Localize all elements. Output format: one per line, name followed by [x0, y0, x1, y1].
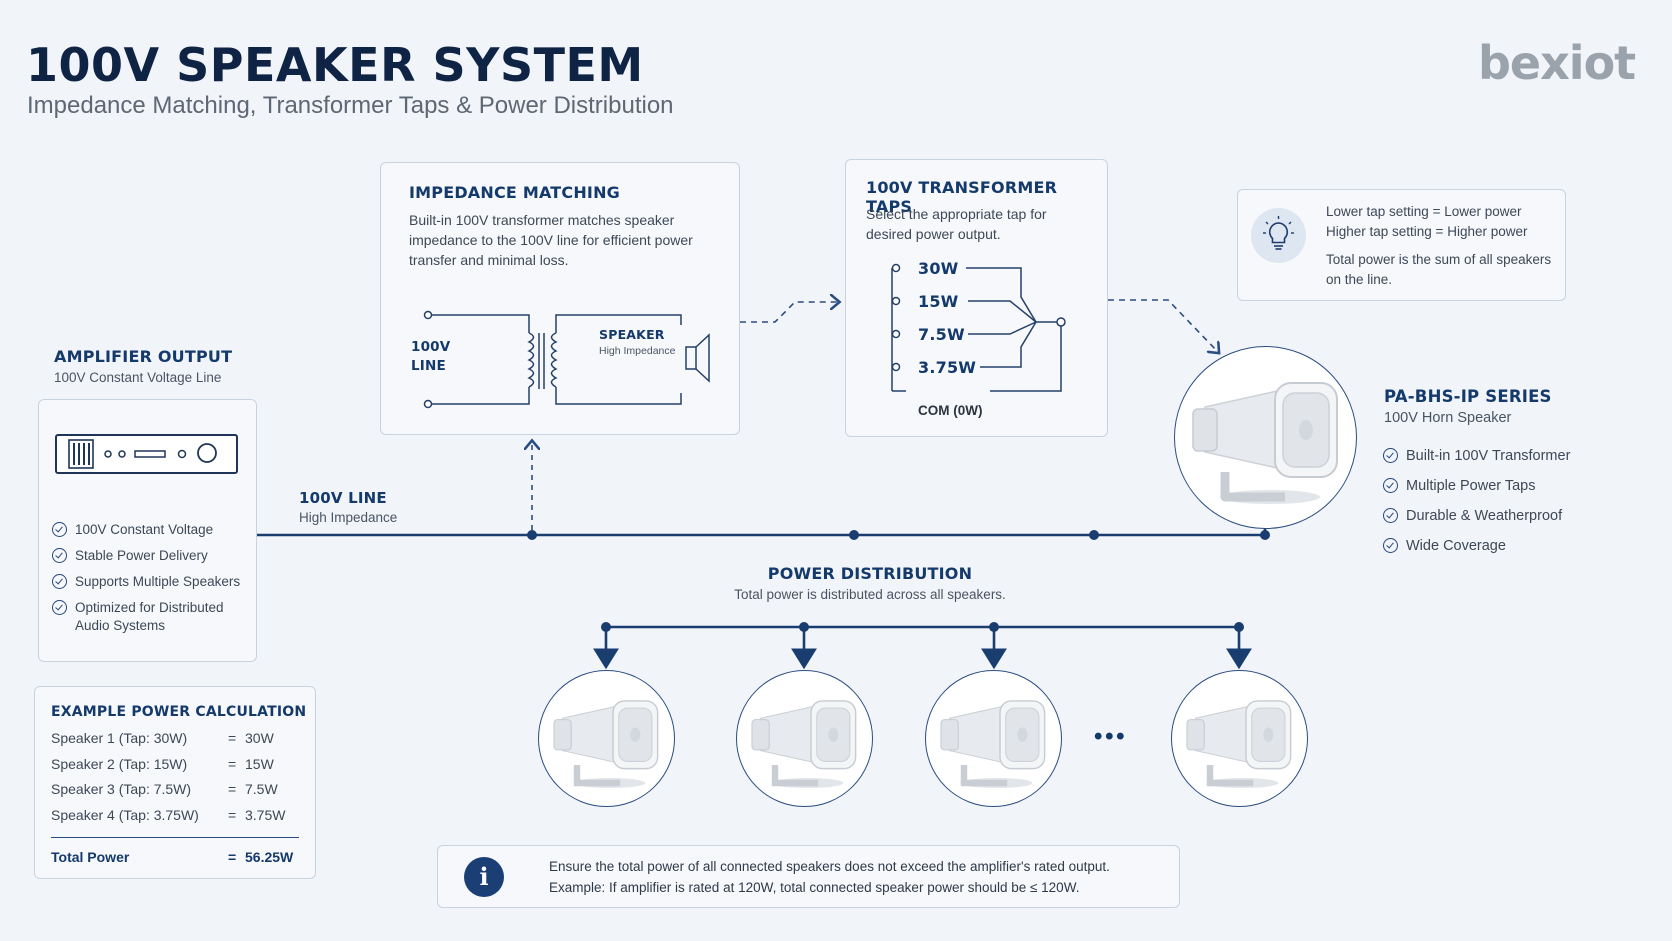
- tap-7-5w: 7.5W: [918, 325, 965, 344]
- line-node: [849, 530, 859, 540]
- tip-line-2: Higher tap setting = Higher power: [1326, 224, 1528, 239]
- calculation-title: EXAMPLE POWER CALCULATION: [51, 704, 307, 720]
- product-title: PA-BHS-IP SERIES: [1384, 387, 1552, 406]
- check-icon: [52, 574, 67, 589]
- impedance-description: Built-in 100V transformer matches speake…: [409, 212, 693, 268]
- calc-row: Speaker 4 (Tap: 3.75W)=3.75W: [51, 806, 286, 823]
- check-icon: [52, 522, 67, 537]
- info-icon: i: [464, 857, 504, 897]
- line-node: [1089, 530, 1099, 540]
- product-subtitle: 100V Horn Speaker: [1384, 410, 1512, 426]
- tip-line-3: Total power is the sum of all speakers o…: [1326, 252, 1552, 287]
- speaker-3-image: [925, 670, 1062, 807]
- calculation-card: EXAMPLE POWER CALCULATION Speaker 1 (Tap…: [34, 686, 316, 879]
- more-speakers-ellipsis: • • •: [1094, 723, 1125, 750]
- taps-card: 100V TRANSFORMER TAPS Select the appropr…: [845, 159, 1108, 437]
- speaker-4-image: [1171, 670, 1308, 807]
- check-icon: [52, 548, 67, 563]
- distribution-title: POWER DISTRIBUTION: [767, 564, 973, 583]
- check-icon: [1383, 508, 1398, 523]
- calc-row: Speaker 2 (Tap: 15W)=15W: [51, 755, 274, 772]
- taps-diagram: [891, 263, 1066, 392]
- line-title: 100V LINE: [299, 489, 387, 507]
- page-title: 100V SPEAKER SYSTEM: [26, 38, 644, 92]
- dashed-link: [1108, 299, 1218, 352]
- calc-total-row: Total Power=56.25W: [51, 849, 294, 865]
- feature-item: 100V Constant Voltage: [52, 521, 252, 539]
- amplifier-card: 100V Constant Voltage Stable Power Deliv…: [38, 399, 257, 662]
- note-card: i Ensure the total power of all connecte…: [437, 845, 1180, 908]
- tap-3-75w: 3.75W: [918, 358, 977, 377]
- check-icon: [1383, 538, 1398, 553]
- feature-item: Supports Multiple Speakers: [52, 573, 252, 591]
- dashed-link: [740, 302, 838, 323]
- check-icon: [1383, 448, 1398, 463]
- page-subtitle: Impedance Matching, Transformer Taps & P…: [27, 92, 674, 119]
- impedance-right-label: SPEAKER: [599, 327, 665, 342]
- product-feature: Durable & Weatherproof: [1383, 507, 1633, 525]
- amplifier-subtitle: 100V Constant Voltage Line: [54, 370, 222, 385]
- calc-row: Speaker 1 (Tap: 30W)=30W: [51, 730, 274, 746]
- tip-card: Lower tap setting = Lower power Higher t…: [1237, 189, 1566, 301]
- line-node: [527, 530, 537, 540]
- distribution-subtitle: Total power is distributed across all sp…: [734, 587, 1006, 602]
- check-icon: [1383, 478, 1398, 493]
- speaker-2-image: [736, 670, 873, 807]
- impedance-card: IMPEDANCE MATCHING Built-in 100V transfo…: [380, 162, 740, 435]
- speaker-1-image: [538, 670, 675, 807]
- line-subtitle: High Impedance: [299, 510, 398, 525]
- impedance-left-label: 100V LINE: [411, 339, 451, 374]
- calc-row: Speaker 3 (Tap: 7.5W)=7.5W: [51, 781, 278, 797]
- tap-15w: 15W: [918, 292, 959, 311]
- impedance-right-sublabel: High Impedance: [599, 345, 676, 357]
- calc-divider: [51, 837, 299, 838]
- amplifier-title: AMPLIFIER OUTPUT: [54, 347, 233, 366]
- amplifier-icon: [55, 434, 238, 474]
- product-speaker-image: [1174, 346, 1357, 529]
- lightbulb-icon: [1251, 208, 1306, 263]
- taps-description: Select the appropriate tap for desired p…: [866, 206, 1047, 242]
- note-line-2: Example: If amplifier is rated at 120W, …: [549, 880, 1080, 895]
- impedance-title: IMPEDANCE MATCHING: [409, 183, 621, 202]
- product-feature: Multiple Power Taps: [1383, 477, 1633, 495]
- note-line-1: Ensure the total power of all connected …: [549, 859, 1110, 874]
- tip-line-1: Lower tap setting = Lower power: [1326, 204, 1522, 219]
- check-icon: [52, 600, 67, 615]
- product-feature: Wide Coverage: [1383, 537, 1633, 555]
- tap-30w: 30W: [918, 259, 959, 278]
- product-feature: Built-in 100V Transformer: [1383, 447, 1633, 465]
- feature-item: Optimized for Distributed Audio Systems: [52, 599, 252, 635]
- tap-common: COM (0W): [918, 403, 983, 418]
- brand-logo: bexiot: [1478, 36, 1636, 90]
- transformer-diagram: [423, 310, 710, 409]
- feature-item: Stable Power Delivery: [52, 547, 252, 565]
- taps-title: 100V TRANSFORMER TAPS: [866, 178, 1058, 216]
